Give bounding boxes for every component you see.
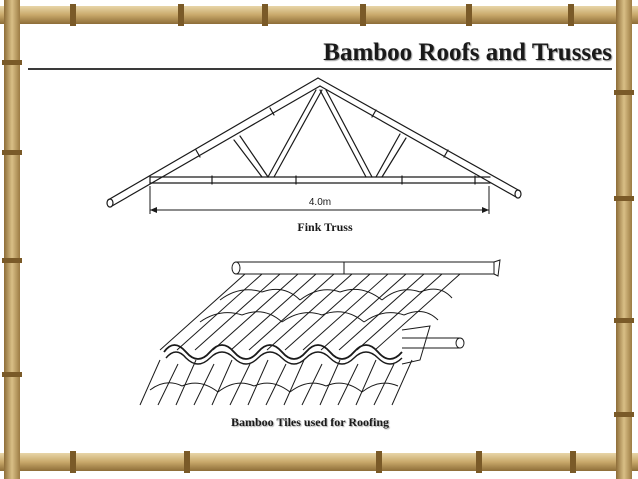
slide-title: Bamboo Roofs and Trusses xyxy=(323,39,612,66)
tiles-caption: Bamboo Tiles used for Roofing xyxy=(230,415,390,429)
fink-truss-drawing xyxy=(106,77,522,208)
span-label: 4.0m xyxy=(309,197,331,208)
title-divider xyxy=(28,68,612,70)
bamboo-tiles-drawing xyxy=(139,259,501,406)
bamboo-roof-diagram: 4.0m xyxy=(106,77,522,406)
bamboo-nodes xyxy=(2,4,634,473)
truss-caption: Fink Truss xyxy=(297,220,353,234)
span-dimension xyxy=(149,186,490,214)
